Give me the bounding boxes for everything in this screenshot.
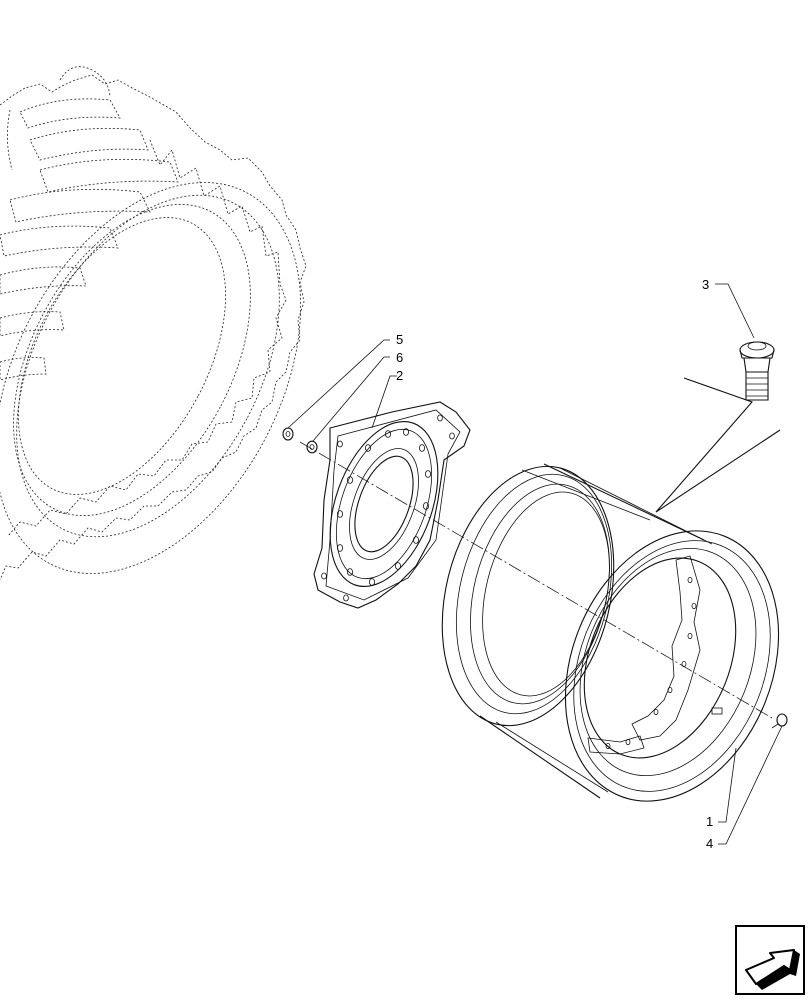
leader-lines bbox=[287, 283, 783, 845]
axis-centerline bbox=[299, 441, 773, 719]
washer bbox=[306, 440, 318, 454]
callout-5: 5 bbox=[396, 332, 403, 347]
wheel-center-disc bbox=[313, 401, 471, 609]
wheel-rim bbox=[441, 463, 780, 802]
callout-3: 3 bbox=[702, 277, 709, 292]
rim-bolt bbox=[771, 713, 788, 729]
exploded-view-arrow-icon bbox=[735, 925, 805, 995]
callout-2: 2 bbox=[396, 368, 403, 383]
callout-1: 1 bbox=[706, 814, 713, 829]
wheel-nut bbox=[282, 427, 294, 441]
bolt-holes bbox=[321, 414, 455, 602]
callout-6: 6 bbox=[396, 350, 403, 365]
valve-location-pointer bbox=[655, 377, 781, 513]
tire-phantom bbox=[0, 66, 307, 581]
tire-valve bbox=[739, 341, 775, 401]
callout-4: 4 bbox=[706, 836, 713, 851]
callout-labels: 5 6 2 3 1 4 bbox=[396, 277, 713, 851]
